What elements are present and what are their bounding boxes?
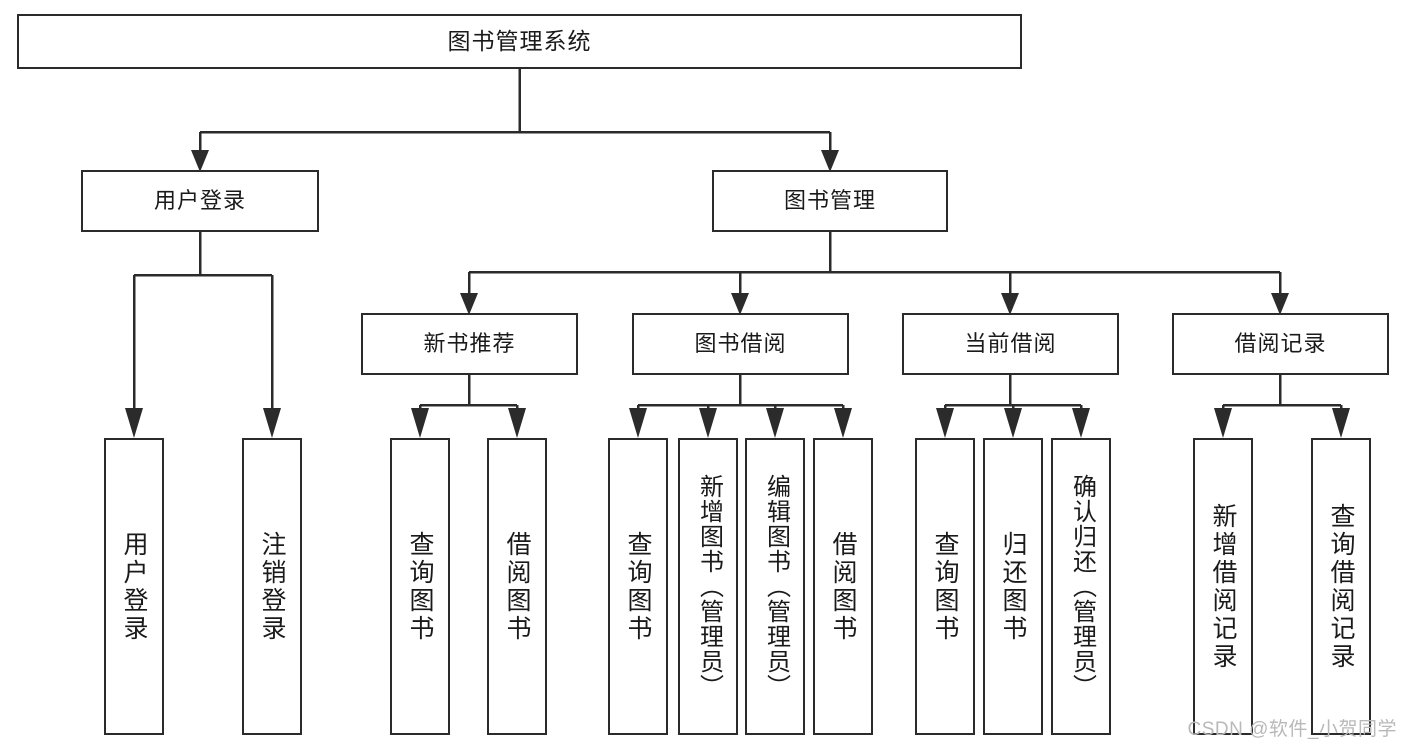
leaf-user-login[interactable]: 用户登录	[104, 438, 164, 735]
node-new-book-recommend-label: 新书推荐	[423, 331, 516, 357]
leaf-logout-label: 注销登录	[258, 530, 286, 643]
node-user-login-label: 用户登录	[153, 188, 246, 214]
node-new-book-recommend[interactable]: 新书推荐	[361, 313, 578, 375]
node-book-management-label: 图书管理	[783, 188, 876, 214]
leaf-query-book-new[interactable]: 查询图书	[390, 438, 450, 735]
arrowheads	[125, 150, 1350, 438]
leaf-add-borrow-record[interactable]: 新增借阅记录	[1193, 438, 1253, 735]
leaf-return-book[interactable]: 归还图书	[983, 438, 1043, 735]
leaf-query-borrow-record[interactable]: 查询借阅记录	[1311, 438, 1371, 735]
node-current-borrow[interactable]: 当前借阅	[902, 313, 1119, 375]
leaf-query-book-borrow[interactable]: 查询图书	[608, 438, 668, 735]
node-root[interactable]: 图书管理系统	[17, 14, 1022, 69]
leaf-query-borrow-record-label: 查询借阅记录	[1327, 502, 1355, 671]
leaf-add-book-admin[interactable]: 新增图书（管理员）	[678, 438, 738, 735]
leaf-edit-book-admin[interactable]: 编辑图书（管理员）	[745, 438, 805, 735]
leaf-query-book-current-label: 查询图书	[931, 530, 959, 643]
leaf-borrow-book-label: 借阅图书	[829, 530, 857, 643]
leaf-borrow-book-new-label: 借阅图书	[503, 530, 531, 643]
leaf-borrow-book-new[interactable]: 借阅图书	[487, 438, 547, 735]
leaf-edit-book-admin-label: 编辑图书（管理员）	[762, 474, 790, 699]
leaf-logout[interactable]: 注销登录	[242, 438, 302, 735]
leaf-add-book-admin-label: 新增图书（管理员）	[695, 474, 723, 699]
node-borrow-record-label: 借阅记录	[1234, 331, 1327, 357]
leaf-query-book-current[interactable]: 查询图书	[915, 438, 975, 735]
leaf-query-book-borrow-label: 查询图书	[624, 530, 652, 643]
node-user-login[interactable]: 用户登录	[81, 170, 319, 232]
node-borrow-record[interactable]: 借阅记录	[1172, 313, 1389, 375]
leaf-confirm-return-admin[interactable]: 确认归还（管理员）	[1051, 438, 1111, 735]
node-book-borrow[interactable]: 图书借阅	[632, 313, 849, 375]
leaf-query-book-new-label: 查询图书	[406, 530, 434, 643]
leaf-borrow-book[interactable]: 借阅图书	[813, 438, 873, 735]
leaf-user-login-label: 用户登录	[120, 530, 148, 643]
node-current-borrow-label: 当前借阅	[964, 331, 1057, 357]
leaf-add-borrow-record-label: 新增借阅记录	[1209, 502, 1237, 671]
node-book-management[interactable]: 图书管理	[712, 170, 948, 232]
node-book-borrow-label: 图书借阅	[694, 331, 787, 357]
leaf-return-book-label: 归还图书	[999, 530, 1027, 643]
node-root-label: 图书管理系统	[447, 28, 592, 55]
leaf-confirm-return-admin-label: 确认归还（管理员）	[1068, 474, 1096, 699]
